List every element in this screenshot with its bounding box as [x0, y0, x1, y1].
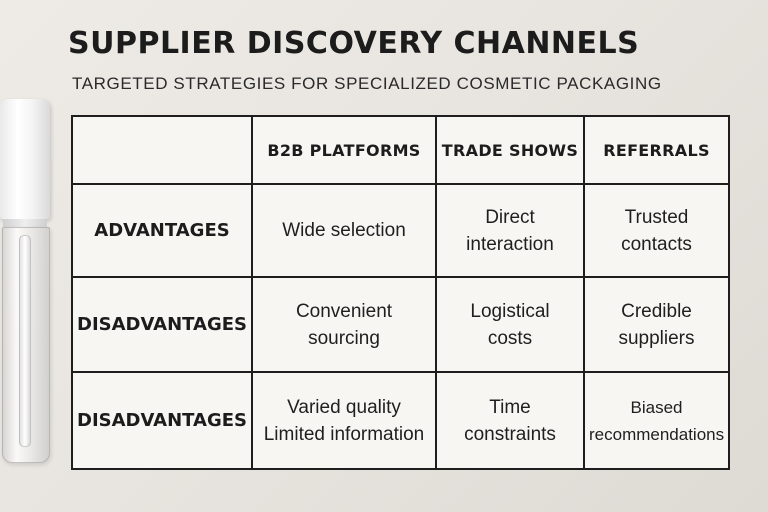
table-cell: Time constraints	[435, 371, 585, 470]
row-header: ADVANTAGES	[71, 183, 253, 278]
row-header: DISADVANTAGES	[71, 276, 253, 373]
cell-line: Logistical	[470, 300, 550, 322]
table-corner-cell	[71, 115, 253, 185]
tube-wand	[19, 235, 31, 447]
cell-line: Varied quality	[287, 396, 401, 418]
table-cell: Biased recommendations	[583, 371, 730, 470]
cell-line: contacts	[621, 233, 692, 255]
table-cell: Logistical costs	[435, 276, 585, 373]
table-cell: Wide selection	[251, 183, 437, 278]
cell-line: recommendations	[589, 424, 725, 444]
cell-line: Wide selection	[282, 220, 406, 241]
cell-line: Direct	[485, 206, 535, 228]
cell-line: Trusted	[624, 206, 689, 228]
comparison-table: B2B PLATFORMS TRADE SHOWS REFERRALS ADVA…	[71, 115, 730, 470]
table-cell: Credible suppliers	[583, 276, 730, 373]
column-header-trade-shows: TRADE SHOWS	[435, 115, 585, 185]
cell-line: suppliers	[618, 327, 695, 349]
cell-line: sourcing	[308, 327, 380, 349]
table-cell: Convenient sourcing	[251, 276, 437, 373]
column-header-b2b-platforms: B2B PLATFORMS	[251, 115, 437, 185]
table-cell: Direct interaction	[435, 183, 585, 278]
cell-line: interaction	[466, 233, 554, 255]
table-row: DISADVANTAGES Convenient sourcing Logist…	[71, 276, 730, 373]
tube-cap	[0, 99, 50, 219]
cell-line: Time	[489, 396, 531, 418]
table-row: ADVANTAGES Wide selection Direct interac…	[71, 183, 730, 278]
cell-line: Convenient	[295, 300, 393, 322]
table-cell: Varied quality Limited information	[251, 371, 437, 470]
page-subtitle: TARGETED STRATEGIES FOR SPECIALIZED COSM…	[72, 74, 662, 93]
table-cell: Trusted contacts	[583, 183, 730, 278]
cell-line: Biased	[630, 397, 683, 417]
cell-line: Credible	[621, 300, 692, 322]
page-title: SUPPLIER DISCOVERY CHANNELS	[68, 26, 640, 61]
column-header-referrals: REFERRALS	[583, 115, 730, 185]
row-header: DISADVANTAGES	[71, 371, 253, 470]
tube-neck	[3, 219, 47, 227]
table-header-row: B2B PLATFORMS TRADE SHOWS REFERRALS	[71, 115, 730, 185]
cell-line: costs	[487, 327, 533, 349]
cell-line: Limited information	[263, 423, 425, 445]
table-row: DISADVANTAGES Varied quality Limited inf…	[71, 371, 730, 470]
lip-gloss-tube-image	[0, 99, 52, 463]
cell-line: constraints	[464, 423, 556, 445]
